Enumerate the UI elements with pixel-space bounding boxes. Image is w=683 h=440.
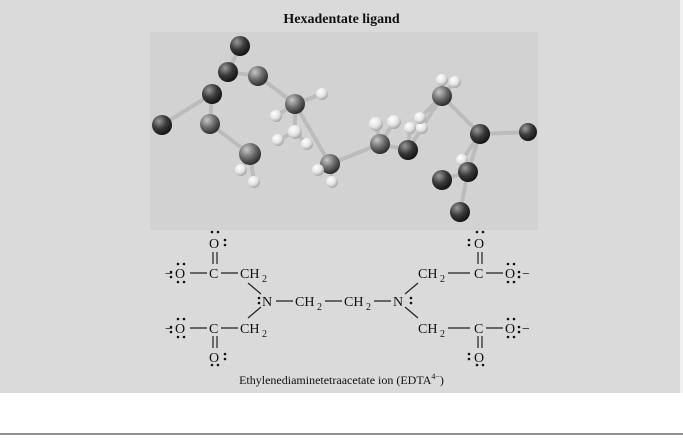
heavy-atom-ball [285,94,305,114]
heavy-atom-ball [218,62,238,82]
atom-label: C [209,267,218,282]
atom-label: CH [344,295,363,310]
heavy-atom-ball [370,134,390,154]
right-edge [680,0,683,393]
atom-label: CH [418,267,437,282]
heavy-atom-ball [200,114,220,134]
hydrogen-atom-ball [301,138,313,150]
charge-label: − [165,267,173,282]
ball-and-stick-model [152,36,537,222]
atom-label: CH [240,267,259,282]
hydrogen-atom-ball [270,110,282,122]
atom-label: CH [240,322,259,337]
hydrogen-atom-ball [404,122,416,134]
heavy-atom-ball [450,202,470,222]
bottom-left-carboxylate: − O C CH 2 O [165,317,267,367]
atom-label: O [505,322,515,337]
hydrogen-atom-ball [235,164,247,176]
atom-label: O [175,267,185,282]
atom-label: O [209,237,219,252]
hydrogen-atom-ball [449,76,461,88]
subscript-label: 2 [440,274,445,285]
atom-label: O [474,351,484,366]
figure-title: Hexadentate ligand [283,12,400,27]
heavy-atom-ball [432,86,452,106]
atom-label: O [505,267,515,282]
heavy-atom-ball [458,162,478,182]
atom-label: N [262,295,272,310]
bond [293,102,332,166]
heavy-atom-ball [152,115,172,135]
bottom-strip [0,393,683,433]
atom-label: O [209,351,219,366]
heavy-atom-ball [470,124,490,144]
hydrogen-atom-ball [387,115,401,129]
atom-label: CH [295,295,314,310]
hydrogen-atom-ball [272,134,284,146]
bond-ch2-n-left-bottom [247,306,262,319]
heavy-atom-ball [202,84,222,104]
atom-label: CH [418,322,437,337]
ethylene-bridge: N CH 2 CH 2 N [257,295,413,313]
heavy-atom-ball [519,123,537,141]
charge-label: − [522,267,530,282]
heavy-atom-ball [239,143,261,165]
heavy-atom-ball [248,66,268,86]
atom-label: C [209,322,218,337]
figure-caption: Ethylenediaminetetraacetate ion (EDTA4−) [0,372,683,388]
subscript-label: 2 [262,329,267,340]
heavy-atom-ball [432,170,452,190]
hydrogen-atom-ball [326,176,338,188]
subscript-label: 2 [440,329,445,340]
hydrogen-atom-ball [248,176,260,188]
subscript-label: 2 [262,274,267,285]
subscript-label: 2 [366,302,371,313]
caption-text: Ethylenediaminetetraacetate ion (EDTA [239,373,432,387]
hydrogen-atom-ball [312,164,324,176]
hydrogen-atom-ball [436,74,448,86]
atom-label: N [393,295,403,310]
hydrogen-atom-ball [416,122,428,134]
atom-label: C [474,322,483,337]
bond-n-ch2-right-top [404,282,419,295]
bottom-divider [0,433,683,435]
charge-label: − [165,322,173,337]
caption-charge: 4− [431,372,440,381]
bottom-right-carboxylate: CH 2 C O − O [418,317,530,367]
bond-ch2-n-left-top [247,282,262,295]
hydrogen-atom-ball [369,117,383,131]
carbonyl-oxygen: O [209,230,227,252]
atom-label: O [175,322,185,337]
lewis-structure: O − O C CH 2 − O C CH 2 O N CH 2 [165,230,530,367]
top-right-carboxylate: O CH 2 C O − [418,230,530,285]
hydrogen-atom-ball [316,88,328,100]
hydrogen-atom-ball [414,112,426,124]
bond-n-ch2-right-bottom [404,306,419,319]
heavy-atom-ball [398,140,418,160]
atom-label: C [474,267,483,282]
heavy-atom-ball [230,36,250,56]
caption-close: ) [439,373,444,387]
subscript-label: 2 [317,302,322,313]
atom-label: O [474,237,484,252]
charge-label: − [522,322,530,337]
heavy-atom-ball [320,154,340,174]
hydrogen-atom-ball [288,125,302,139]
top-left-carboxylate: O − O C CH 2 [165,230,267,285]
